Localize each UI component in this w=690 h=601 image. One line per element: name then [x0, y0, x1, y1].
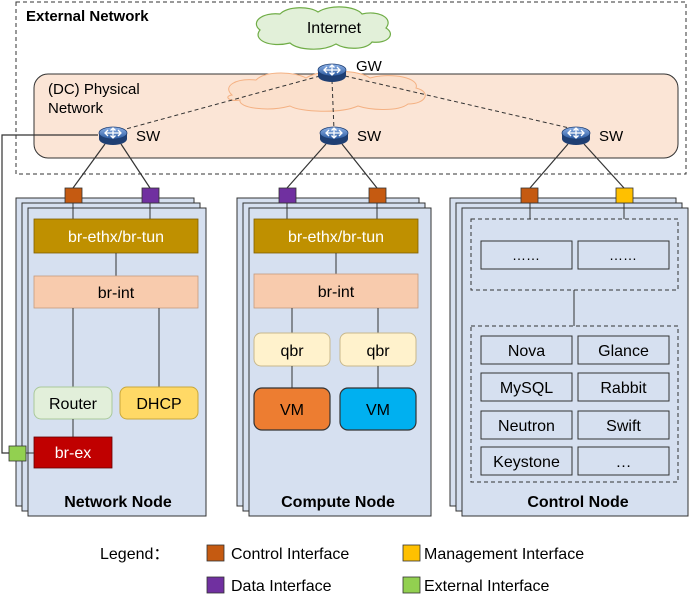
- legend-external-label: External Interface: [424, 578, 550, 595]
- gateway-router-icon: [317, 63, 347, 83]
- service-label: …: [616, 454, 632, 471]
- compute-node-vm-right: [339, 387, 417, 431]
- service-label: MySQL: [500, 380, 553, 397]
- network-node-title: Network Node: [64, 494, 172, 511]
- network-node-bridge-int: [33, 275, 199, 309]
- service-label: Neutron: [498, 418, 555, 435]
- legend-data-swatch: [206, 576, 225, 594]
- control-node-top-left-label: ……: [512, 247, 540, 263]
- compute-node-qbr-left-label: qbr: [280, 343, 304, 360]
- internet-label: Internet: [307, 20, 362, 37]
- switch-left-icon: [98, 126, 128, 146]
- network-node-br-ex: [33, 436, 113, 469]
- control-node-services-group: [470, 325, 679, 483]
- compute-node-bridge-int-label: br-int: [318, 284, 355, 301]
- service-box: [480, 372, 573, 402]
- legend-data-label: Data Interface: [231, 578, 332, 595]
- compute-node-vm-left-label: VM: [280, 402, 304, 419]
- compute-node-vm-right-label: VM: [366, 402, 390, 419]
- control-node-title: Control Node: [527, 494, 628, 511]
- physical-network-cloud: [227, 70, 426, 112]
- legend-management-swatch: [402, 544, 421, 562]
- gw-switch-links: [114, 75, 579, 133]
- switch-right-label: SW: [599, 128, 624, 145]
- service-box: [480, 410, 573, 440]
- network-node-control-interface: [64, 187, 83, 204]
- service-label: Glance: [598, 343, 649, 360]
- compute-node-control-interface: [368, 187, 387, 204]
- control-node-top-right-box: [577, 240, 670, 270]
- legend-control-swatch: [206, 544, 225, 562]
- service-box: [480, 446, 573, 476]
- network-node-external-interface: [8, 445, 27, 462]
- control-node-management-interface: [615, 187, 634, 204]
- switch-interface-links: [72, 143, 625, 189]
- compute-node-vm-left: [253, 387, 331, 431]
- network-node-data-interface: [141, 187, 160, 204]
- network-node-bridge-int-label: br-int: [98, 285, 135, 302]
- switch-left-label: SW: [136, 128, 161, 145]
- compute-node-bridge-tun-label: br-ethx/br-tun: [288, 229, 384, 246]
- switch-middle-label: SW: [357, 128, 382, 145]
- service-box: [577, 335, 670, 365]
- compute-node-bridge-tun: [253, 218, 419, 254]
- service-box: [480, 335, 573, 365]
- service-label: Nova: [508, 343, 545, 360]
- network-node-bridge-tun-label: br-ethx/br-tun: [68, 229, 164, 246]
- network-node-dhcp-label: DHCP: [136, 396, 181, 413]
- control-node-top-left-box: [480, 240, 573, 270]
- compute-node-qbr-right-label: qbr: [366, 343, 390, 360]
- compute-node-bridge-int: [253, 273, 419, 309]
- service-box: [577, 372, 670, 402]
- legend-external-swatch: [402, 576, 421, 594]
- internet-cloud: [255, 6, 391, 50]
- network-node-dhcp: [119, 386, 199, 420]
- network-node-bridge-tun: [33, 218, 199, 254]
- service-box: [577, 410, 670, 440]
- legend-title: Legend：: [100, 546, 169, 563]
- switch-right-icon: [561, 126, 591, 146]
- legend-control-label: Control Interface: [231, 546, 349, 563]
- service-box: [577, 446, 670, 476]
- gateway-label: GW: [356, 58, 383, 75]
- legend-management-label: Management Interface: [424, 546, 584, 563]
- external-network-region: [15, 1, 687, 175]
- control-node-top-right-label: ……: [609, 247, 637, 263]
- control-node-control-interface: [520, 187, 539, 204]
- compute-node-data-interface: [278, 187, 297, 204]
- network-node-br-ex-label: br-ex: [55, 445, 91, 462]
- network-node-router-label: Router: [49, 396, 98, 413]
- external-interface-link: [1, 134, 98, 454]
- service-label: Keystone: [493, 454, 560, 471]
- service-label: Rabbit: [600, 380, 647, 397]
- physical-network-label-line1: (DC) Physical: [48, 81, 140, 98]
- switch-middle-icon: [319, 126, 349, 146]
- service-label: Swift: [606, 418, 641, 435]
- external-network-title: External Network: [26, 8, 149, 25]
- compute-node-title: Compute Node: [281, 494, 395, 511]
- physical-network-label-line2: Network: [48, 100, 104, 117]
